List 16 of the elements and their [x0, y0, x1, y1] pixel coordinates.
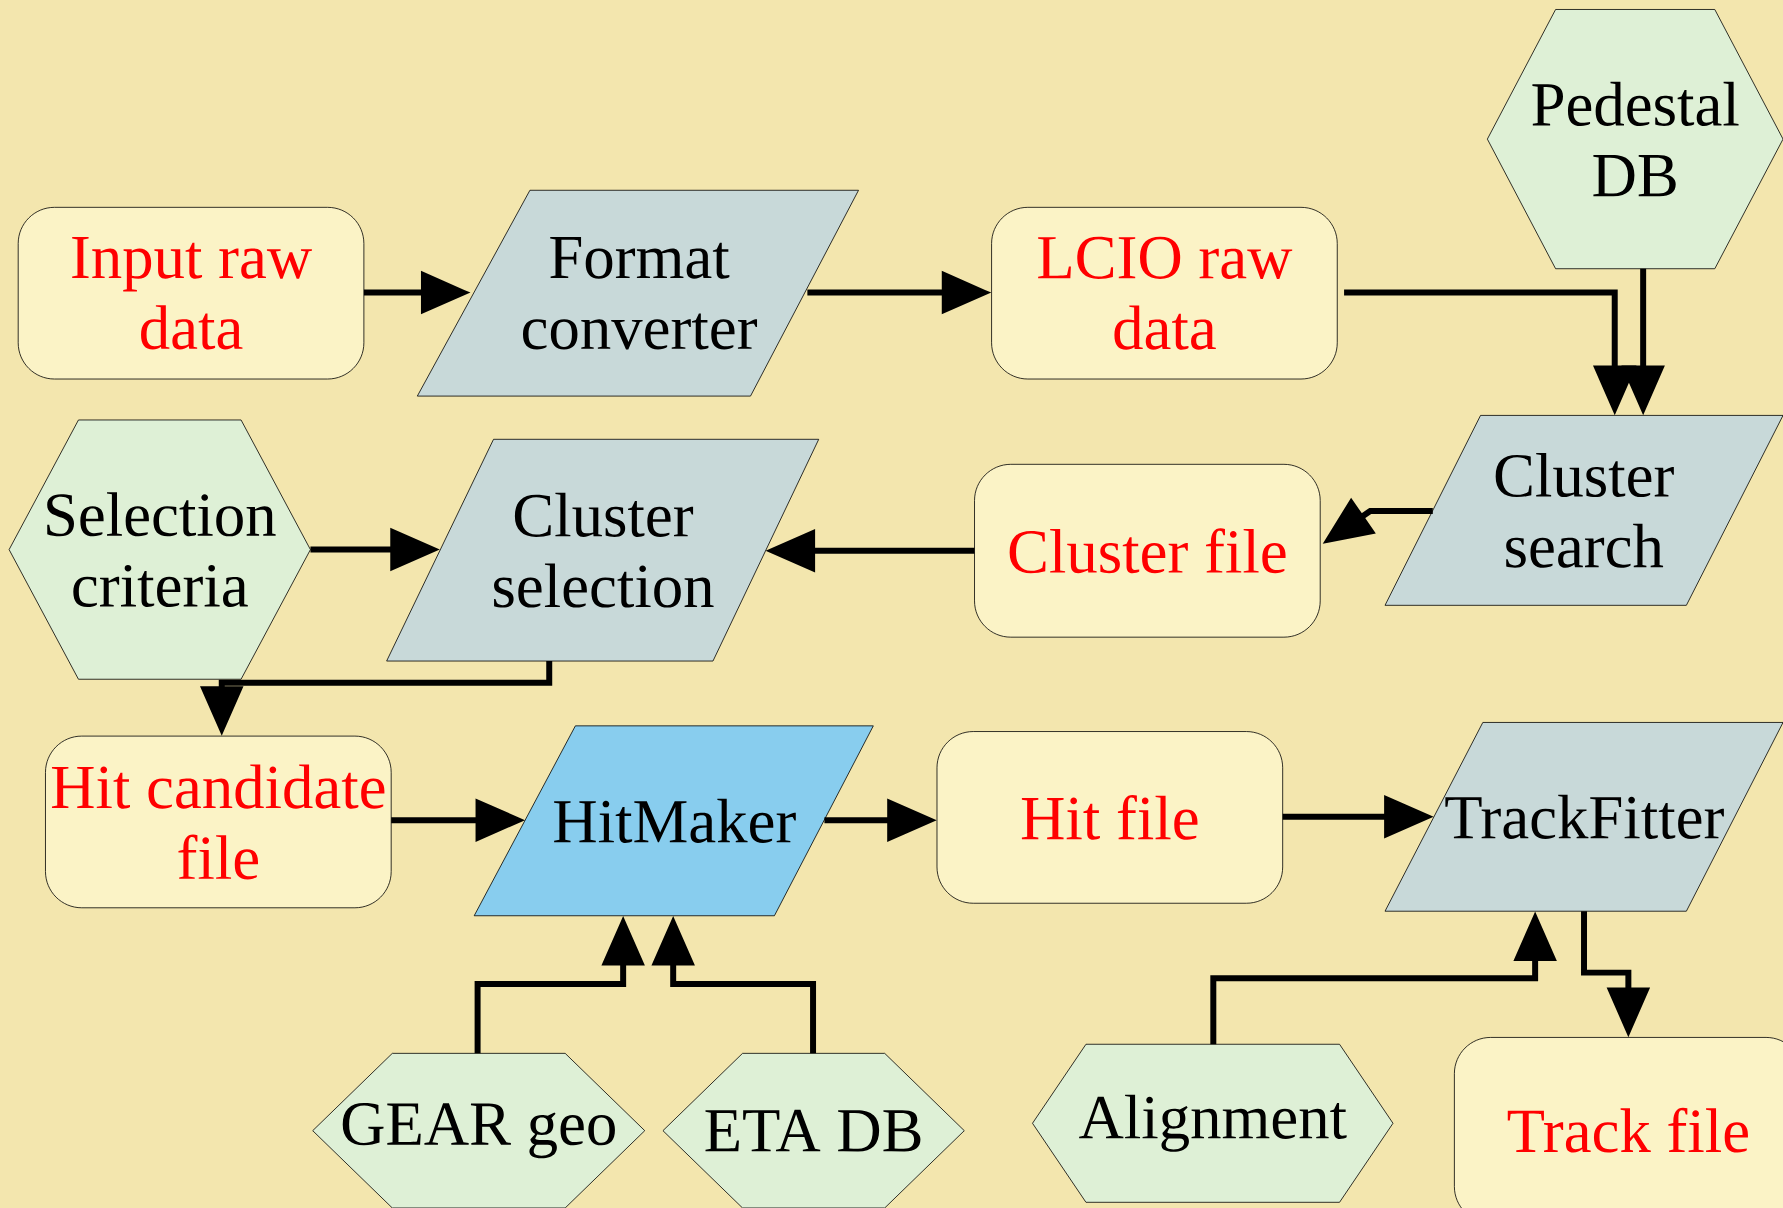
input-hexagon: GEAR geo	[312, 1052, 646, 1208]
process-parallelogram: TrackFitter	[1384, 722, 1783, 912]
data-box: Cluster file	[974, 463, 1321, 638]
process-parallelogram: HitMaker	[473, 725, 874, 917]
data-box: Hit file	[936, 731, 1284, 904]
data-box: LCIO raw data	[991, 206, 1338, 380]
input-hexagon: Alignment	[1032, 1043, 1394, 1203]
process-parallelogram: Cluster selection	[386, 438, 820, 662]
input-hexagon: Pedestal DB	[1486, 9, 1783, 270]
data-box: Hit candidate file	[45, 735, 392, 909]
data-box: Input raw data	[17, 206, 365, 380]
input-hexagon: ETA DB	[662, 1052, 965, 1208]
process-parallelogram: Cluster search	[1384, 415, 1783, 606]
data-box: Track file	[1454, 1037, 1783, 1208]
input-hexagon: Selection criteria	[8, 419, 311, 680]
process-parallelogram: Format converter	[416, 189, 859, 397]
